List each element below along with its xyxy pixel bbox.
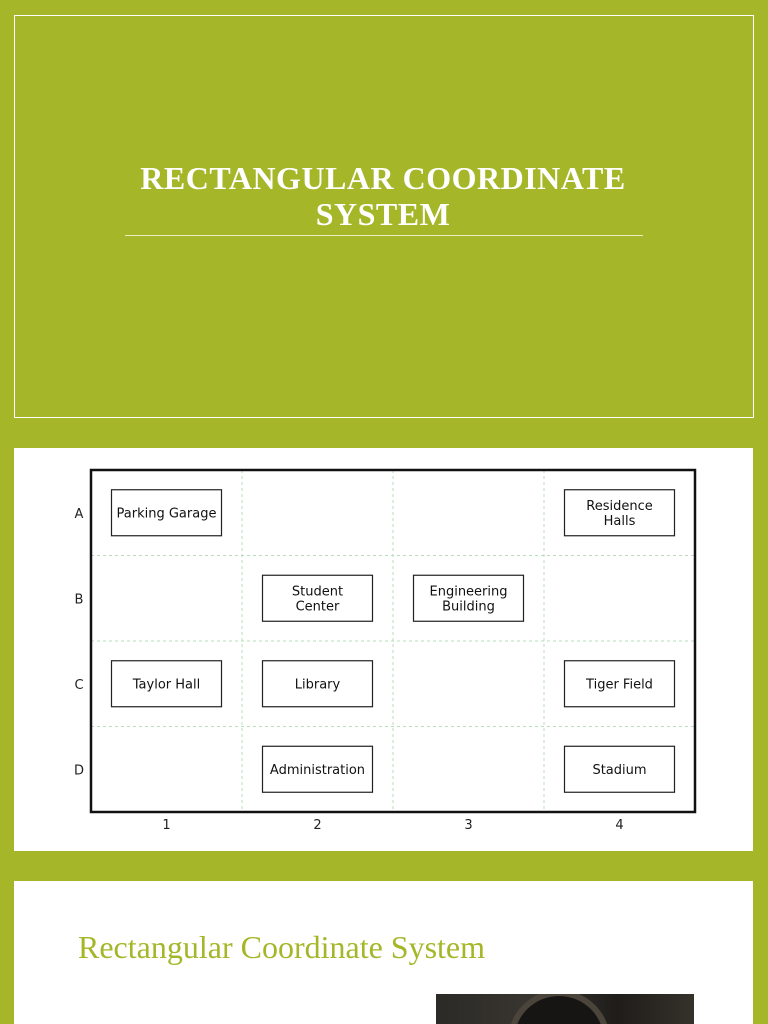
grid-border (89, 468, 697, 814)
place-box-administration (261, 745, 374, 793)
place-box-residence-halls (563, 489, 676, 537)
column-label-4: 4 (615, 818, 623, 833)
title-slide: RECTANGULAR COORDINATE SYSTEM (0, 0, 768, 433)
title-line-2: SYSTEM (315, 196, 451, 232)
place-box-engineering-building (412, 574, 525, 622)
third-slide: Rectangular Coordinate System (0, 881, 768, 1024)
portrait-photo (436, 994, 694, 1024)
column-label-3: 3 (464, 818, 472, 833)
place-label-taylor-hall: Taylor Hall (132, 677, 200, 692)
place-box-parking-garage (110, 489, 223, 537)
place-label-residence-halls: Halls (604, 514, 636, 529)
place-label-student-center: Center (296, 599, 340, 614)
row-label-b: B (75, 592, 84, 607)
place-box-library (261, 660, 374, 708)
title-frame (14, 15, 754, 418)
row-label-c: C (74, 678, 83, 693)
column-label-1: 1 (162, 818, 170, 833)
row-label-d: D (74, 763, 84, 778)
title-underline (125, 235, 643, 236)
campus-grid-diagram: A B C D 1 2 3 4 Parking Garage ResidenceHallsStud… (74, 468, 697, 833)
portrait-head (514, 996, 604, 1024)
place-label-engineering-building: Building (442, 599, 495, 614)
place-label-student-center: Student (292, 584, 343, 599)
place-box-taylor-hall (110, 660, 223, 708)
slide-title: RECTANGULAR COORDINATE SYSTEM (100, 160, 666, 232)
place-label-stadium: Stadium (592, 763, 646, 778)
place-label-parking-garage: Parking Garage (117, 506, 217, 521)
slide-separator (0, 851, 768, 881)
place-label-engineering-building: Engineering (430, 584, 508, 599)
place-box-stadium (563, 745, 676, 793)
place-box-student-center (261, 574, 374, 622)
place-label-tiger-field: Tiger Field (585, 677, 653, 692)
place-label-library: Library (295, 677, 341, 692)
place-box-tiger-field (563, 660, 676, 708)
place-label-residence-halls: Residence (586, 499, 652, 514)
title-line-1: RECTANGULAR COORDINATE (140, 160, 626, 196)
slide-separator (0, 433, 768, 448)
place-label-administration: Administration (270, 763, 365, 778)
slide-heading: Rectangular Coordinate System (78, 929, 486, 965)
row-label-a: A (75, 507, 84, 522)
column-label-2: 2 (313, 818, 321, 833)
